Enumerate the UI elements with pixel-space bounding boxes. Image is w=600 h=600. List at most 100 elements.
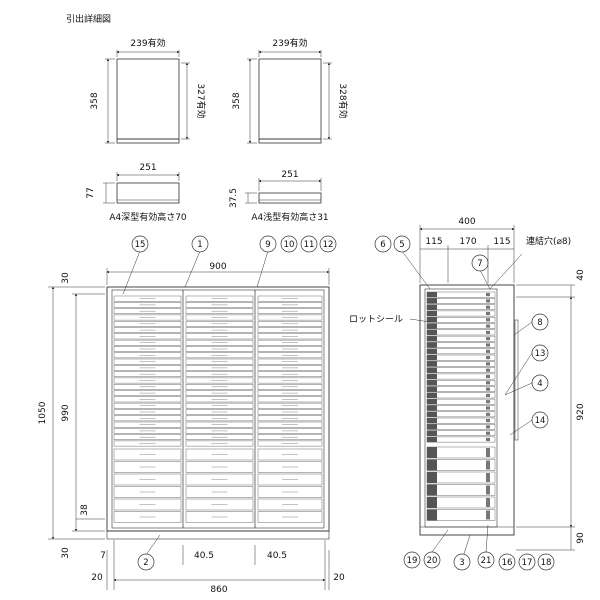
shallow-side-width: 251 [281, 170, 298, 180]
callout-bubble-side-top-0-number: 6 [380, 240, 385, 250]
front-drawer [113, 384, 182, 390]
front-drawer [257, 314, 323, 321]
deep-outer-height: 358 [90, 92, 100, 109]
side-drawer [426, 335, 496, 342]
front-drawer [113, 358, 182, 365]
front-drawer [185, 358, 254, 365]
deep-drawer-caption: A4深型有効高さ70 [109, 211, 187, 223]
front-drawer [185, 339, 254, 346]
drawer-rail [486, 437, 490, 442]
front-drawer [113, 365, 182, 371]
front-width-outer: 900 [209, 262, 226, 272]
front-callout-leaders [122, 250, 269, 556]
front-top-margin: 30 [61, 272, 71, 284]
front-drawer [257, 486, 323, 498]
front-drawer [113, 402, 182, 409]
front-drawer [185, 396, 254, 403]
side-drawer [426, 310, 496, 317]
front-drawer [185, 377, 254, 384]
side-drawer [426, 291, 496, 298]
side-drawer [426, 484, 496, 496]
deep-inner-height: 327有効 [195, 83, 207, 118]
drawer-rail [486, 311, 490, 316]
drawer-front [427, 348, 437, 354]
side-drawer [426, 398, 496, 405]
side-drawer [426, 471, 496, 484]
side-drawer [426, 417, 496, 424]
side-drawer [426, 405, 496, 411]
drawer-front [427, 430, 437, 436]
shallow-top-width: 239有効 [272, 37, 307, 49]
drawer-rail [486, 374, 490, 379]
front-drawer [185, 371, 254, 378]
callout-bubble-side-bottom-0: 19 [403, 551, 421, 569]
side-drawer [426, 436, 496, 443]
side-drawer [426, 380, 496, 386]
drawer-front [427, 342, 437, 348]
front-drawer [185, 308, 254, 315]
front-drawer [257, 428, 323, 434]
front-drawer [113, 352, 182, 359]
front-dimension-lines [48, 268, 330, 590]
side-callout-leaders [401, 250, 533, 561]
callout-bubble-side-top-1: 5 [393, 235, 411, 253]
callout-bubble-side-bottom-2: 3 [453, 553, 471, 571]
shallow-inner-height: 328有効 [337, 83, 349, 118]
side-drawer-rows [426, 291, 496, 521]
callout-bubble-side-top-2-number: 7 [477, 259, 482, 269]
front-drawer [113, 390, 182, 396]
drawer-rail [486, 473, 490, 482]
callout-bubble-side-right-0-number: 8 [537, 318, 542, 328]
front-drawer [185, 428, 254, 434]
front-bottom-gap: 7 [100, 551, 106, 561]
drawer-front [427, 509, 437, 521]
side-drawer [426, 424, 496, 430]
front-drawer [257, 473, 323, 486]
shallow-drawer-side-view [245, 178, 322, 204]
side-drawer [426, 392, 496, 399]
front-drawer [113, 473, 182, 486]
side-seg-mid: 170 [459, 237, 476, 247]
drawer-front [427, 317, 437, 323]
front-drawer [185, 415, 254, 422]
drawer-rail [486, 510, 490, 520]
callout-bubble-side-right-3-number: 14 [535, 416, 546, 426]
front-drawer [185, 440, 254, 447]
side-drawer [426, 367, 496, 374]
callout-bubble-side-right-1-number: 13 [535, 349, 546, 359]
drawer-front [427, 424, 437, 430]
front-drawer [257, 448, 323, 461]
deep-side-height: 77 [86, 187, 96, 198]
callout-bubble-side-right-2: 4 [531, 374, 549, 392]
front-drawer [185, 302, 254, 308]
front-drawer [185, 365, 254, 371]
callout-bubble-side-right-3: 14 [531, 411, 549, 429]
front-drawer [185, 461, 254, 473]
drawer-front [427, 436, 437, 443]
drawer-rail [486, 324, 490, 328]
front-drawer [257, 390, 323, 396]
drawer-front [427, 367, 437, 373]
front-drawer [113, 339, 182, 346]
callout-bubble-front-5: 12 [319, 235, 337, 253]
drawer-front [427, 399, 437, 405]
drawer-rail [486, 448, 490, 457]
front-drawer [185, 295, 254, 302]
front-drawer [257, 295, 323, 302]
callout-bubble-front-6: 2 [137, 553, 155, 571]
drawer-rail [486, 425, 490, 429]
front-drawer [257, 346, 323, 352]
drawer-rail [486, 337, 490, 341]
front-drawer [257, 498, 323, 511]
front-partition-left: 40.5 [194, 551, 214, 561]
front-height-inner: 990 [61, 404, 71, 421]
front-drawer [113, 327, 182, 333]
drawer-front [427, 310, 437, 317]
callout-bubble-front-0-number: 15 [135, 240, 146, 250]
front-side-left: 20 [91, 573, 103, 583]
side-drawer [426, 446, 496, 459]
front-drawer [113, 434, 182, 441]
drawer-front [427, 380, 437, 386]
callout-bubble-front-5-number: 12 [323, 240, 334, 250]
drawer-rail [486, 330, 490, 334]
